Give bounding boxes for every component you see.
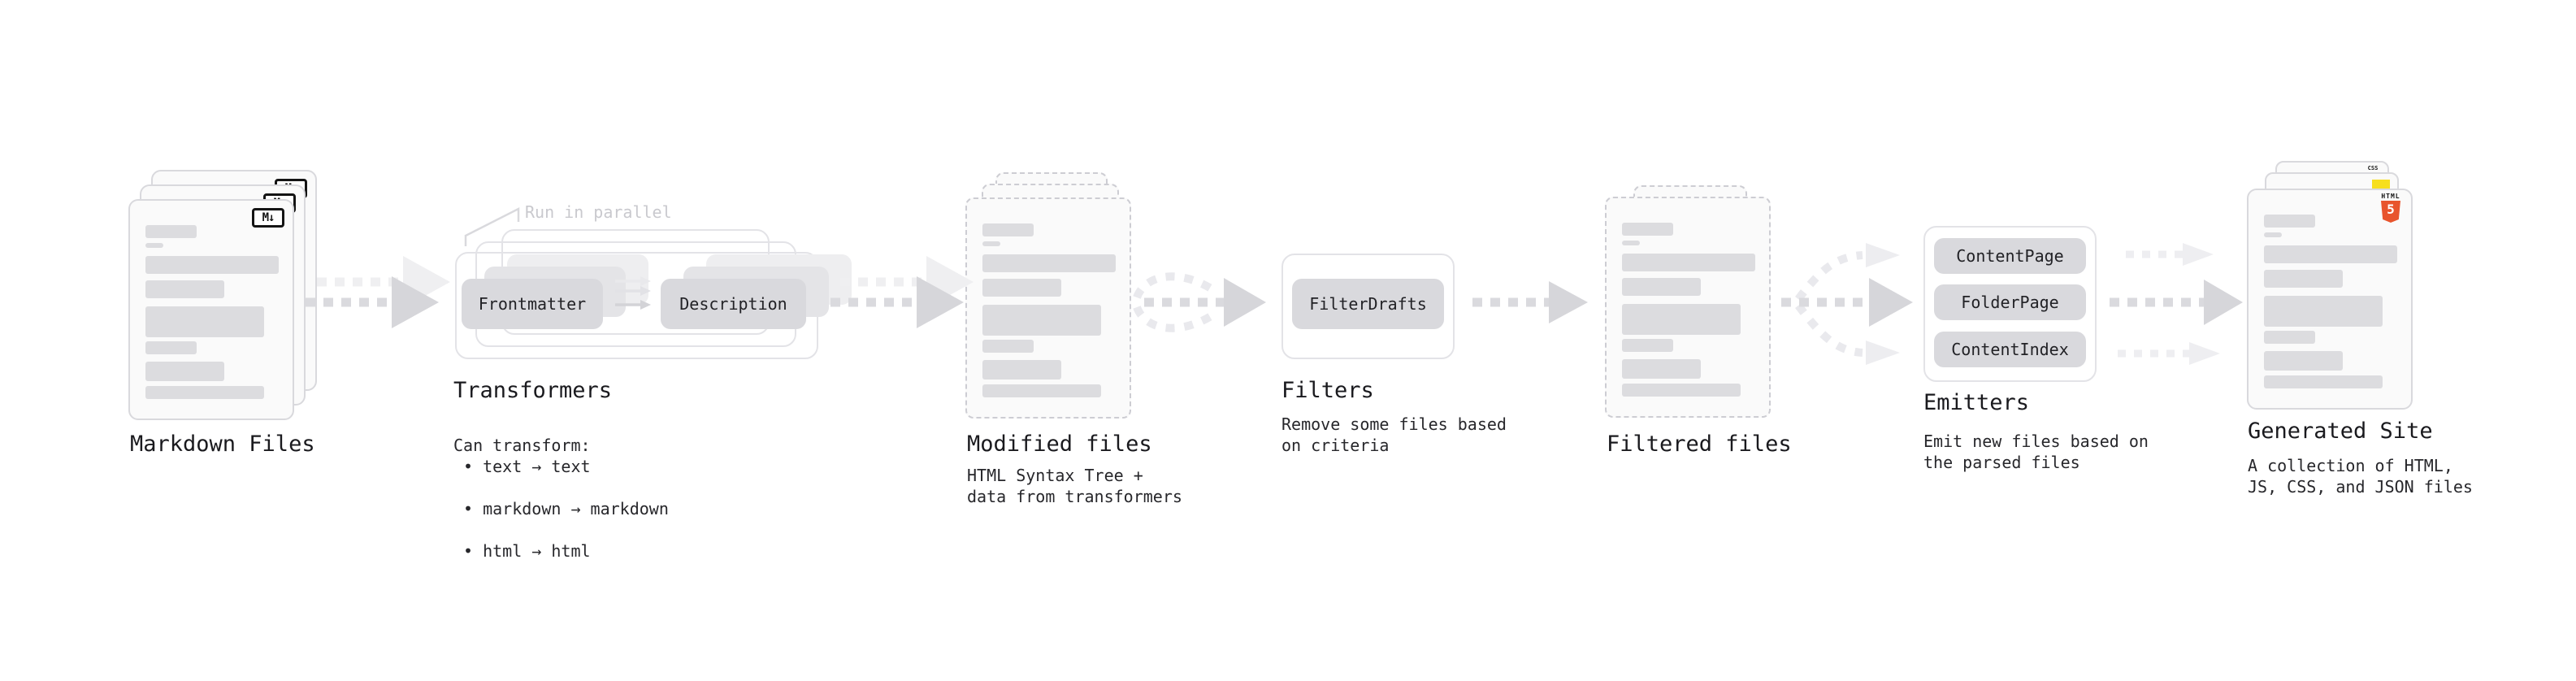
transformers-note: Can transform: • text → text • markdown … xyxy=(453,414,669,583)
text-line-bar xyxy=(145,243,163,248)
emitter-box-contentpage: ContentPage xyxy=(1934,238,2086,274)
generated-site-note: A collection of HTML, JS, CSS, and JSON … xyxy=(2248,456,2473,497)
arrow-transformers-to-modified xyxy=(830,256,974,328)
emitters-note: Emit new files based on the parsed files xyxy=(1923,432,2149,472)
text-line-bar xyxy=(2264,296,2383,327)
text-line-bar xyxy=(982,384,1101,397)
text-line-bar xyxy=(145,225,197,238)
modified-file-card xyxy=(965,197,1131,419)
html5-icon-shield: 5 xyxy=(2381,201,2400,223)
arrow-filtered-to-emitters xyxy=(1781,243,1913,365)
stage-label-modified-files: Modified files xyxy=(967,432,1152,457)
transformer-box-description: Description xyxy=(661,279,806,329)
text-line-bar xyxy=(1622,339,1673,352)
text-line-bar xyxy=(1622,359,1701,379)
text-line-bar xyxy=(2264,270,2343,288)
arrow-filters-to-filtered xyxy=(1472,281,1588,323)
text-line-bar xyxy=(1622,254,1755,271)
transformers-bullet: • text → text xyxy=(463,457,591,476)
stage-label-transformers: Transformers xyxy=(453,378,613,403)
text-line-bar xyxy=(2264,215,2315,228)
modified-files-note: HTML Syntax Tree + data from transformer… xyxy=(967,466,1182,506)
stage-label-generated-site: Generated Site xyxy=(2248,419,2433,444)
markdown-file-card: M↓ xyxy=(128,199,294,420)
text-line-bar xyxy=(2264,232,2282,237)
stage-label-filters: Filters xyxy=(1281,378,1374,403)
transformers-bullet: • markdown → markdown xyxy=(463,499,669,518)
text-line-bar xyxy=(145,256,279,274)
text-line-bar xyxy=(145,306,264,337)
text-line-bar xyxy=(145,280,224,298)
transformers-note-title: Can transform: xyxy=(453,436,591,455)
text-line-bar xyxy=(1622,278,1701,296)
arrow-emitters-to-generated xyxy=(2110,243,2243,365)
filtered-file-card xyxy=(1605,197,1771,418)
html5-icon: HTML 5 xyxy=(2380,193,2401,223)
transformers-bullet: • html → html xyxy=(463,541,591,561)
text-line-bar xyxy=(982,223,1034,236)
text-line-bar xyxy=(982,340,1034,353)
stage-label-emitters: Emitters xyxy=(1923,390,2030,415)
js-icon xyxy=(2372,180,2390,189)
text-line-bar xyxy=(1622,223,1673,236)
text-line-bar xyxy=(982,241,1000,246)
filter-box-filterdrafts: FilterDrafts xyxy=(1292,279,1444,329)
text-line-bar xyxy=(2264,331,2315,344)
html5-icon-number: 5 xyxy=(2387,202,2395,217)
css-icon-label: CSS xyxy=(2367,165,2379,171)
stage-label-filtered-files: Filtered files xyxy=(1607,432,1792,457)
text-line-bar xyxy=(982,254,1116,272)
text-line-bar xyxy=(145,386,264,399)
emitter-box-folderpage: FolderPage xyxy=(1934,284,2086,320)
text-line-bar xyxy=(145,362,224,381)
text-line-bar xyxy=(1622,241,1640,245)
stage-label-markdown-files: Markdown Files xyxy=(130,432,315,457)
generated-file-card: HTML 5 xyxy=(2247,189,2413,410)
text-line-bar xyxy=(2264,351,2343,371)
text-line-bar xyxy=(1622,384,1741,397)
filters-note: Remove some files based on criteria xyxy=(1281,414,1507,455)
run-in-parallel-annotation: Run in parallel xyxy=(525,202,672,222)
transformer-box-frontmatter: Frontmatter xyxy=(462,279,603,329)
arrow-markdown-to-transformers xyxy=(306,256,450,328)
text-line-bar xyxy=(2264,375,2383,388)
text-line-bar xyxy=(982,360,1061,380)
arrow-modified-to-filters xyxy=(1133,272,1266,332)
text-line-bar xyxy=(145,341,197,354)
text-line-bar xyxy=(982,305,1101,336)
text-line-bar xyxy=(982,279,1061,297)
html5-icon-label: HTML xyxy=(2381,193,2400,200)
emitter-box-contentindex: ContentIndex xyxy=(1934,332,2086,367)
text-line-bar xyxy=(2264,245,2397,263)
text-line-bar xyxy=(1622,304,1741,335)
markdown-icon: M↓ xyxy=(252,208,284,228)
